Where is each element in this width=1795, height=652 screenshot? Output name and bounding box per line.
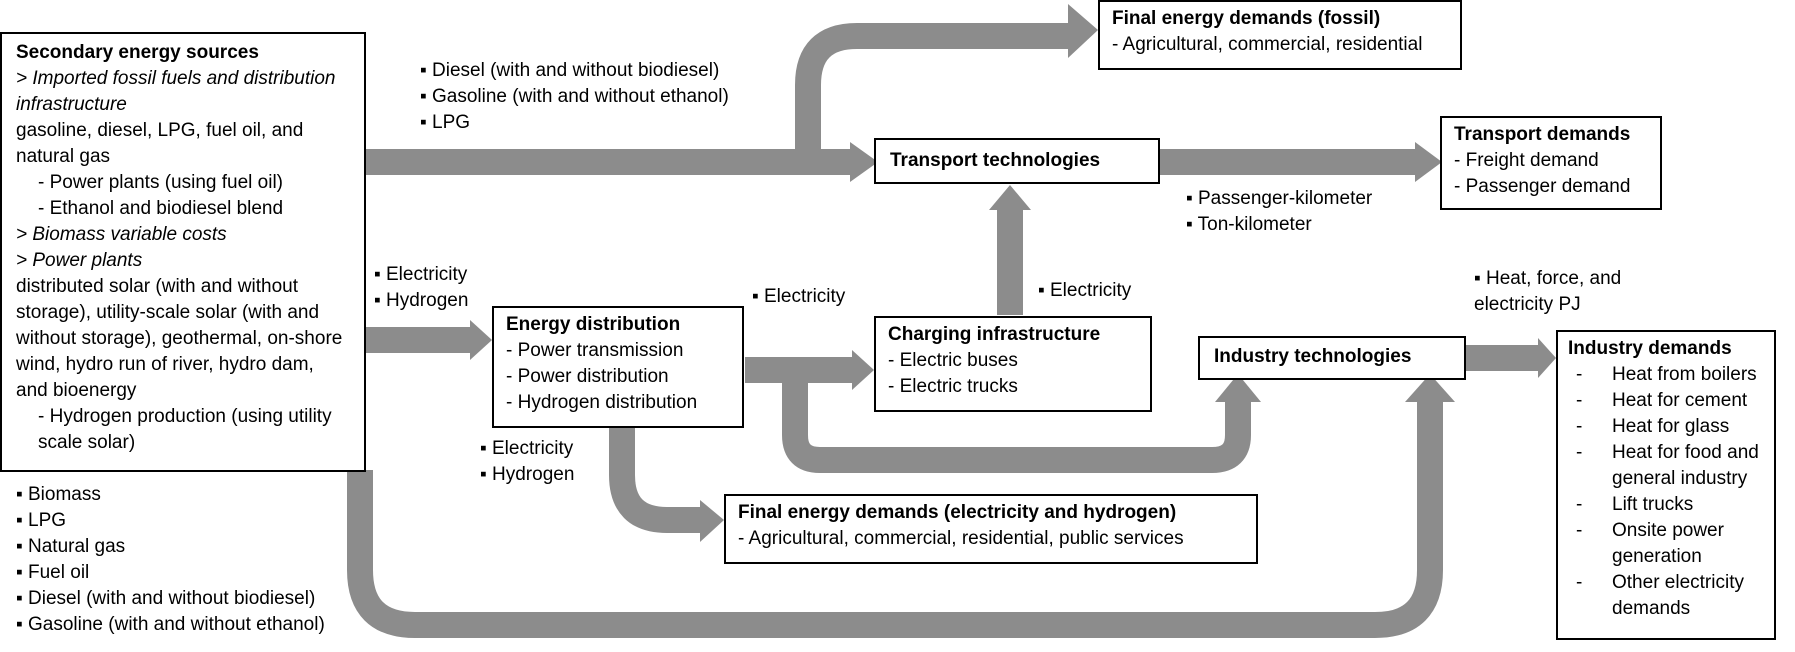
industry-tech-title: Industry technologies [1214, 346, 1412, 367]
secondary-energy-sources-box: Secondary energy sources > Imported foss… [0, 32, 366, 472]
charging-line: - Electric buses [888, 350, 1018, 371]
energy-distribution-title: Energy distribution [506, 314, 681, 335]
transport-tech-box: Transport technologies [874, 138, 1160, 184]
label-line: ▪ Heat, force, and [1474, 268, 1622, 289]
arrowhead-transport-demands [1415, 142, 1442, 182]
label-elec-charging: ▪ Electricity [1038, 278, 1131, 304]
transport-demands-line: - Passenger demand [1454, 176, 1631, 197]
transport-demands-box: Transport demands - Freight demand - Pas… [1440, 116, 1662, 210]
secondary-plants-sub1: - Hydrogen production (using utility sca… [38, 406, 332, 453]
label-line: ▪ Hydrogen [480, 464, 575, 485]
transport-demands-title: Transport demands [1454, 124, 1631, 145]
label-line: ▪ Electricity [374, 264, 468, 285]
secondary-fossil-sub1: - Power plants (using fuel oil) [38, 172, 283, 193]
arrowhead-distribution [470, 320, 492, 360]
label-line: ▪ LPG [16, 510, 67, 531]
label-line: ▪ Electricity [1038, 280, 1132, 301]
secondary-biomass-line: > Biomass variable costs [16, 224, 227, 245]
energy-distribution-line: - Hydrogen distribution [506, 392, 698, 413]
label-line: ▪ Electricity [480, 438, 574, 459]
label-fuels-top: ▪ Diesel (with and without biodiesel) ▪ … [420, 58, 729, 136]
label-fuels-bottom: ▪ Biomass ▪ LPG ▪ Natural gas ▪ Fuel oil… [16, 482, 325, 638]
arrowhead-charging [852, 350, 874, 390]
transport-tech-title: Transport technologies [890, 150, 1101, 171]
arrowhead-transport-tech [850, 142, 878, 182]
list-item: Onsite power generation [1568, 518, 1764, 570]
label-line: ▪ Electricity [752, 286, 846, 307]
label-elec-hydro-down: ▪ Electricity ▪ Hydrogen [480, 436, 574, 488]
energy-distribution-line: - Power transmission [506, 340, 684, 361]
label-line: ▪ Passenger-kilometer [1186, 188, 1373, 209]
charging-title: Charging infrastructure [888, 324, 1101, 345]
arrowhead-industry-tech-left [1215, 374, 1261, 402]
energy-distribution-box: Energy distribution - Power transmission… [492, 306, 744, 428]
label-elec-dist-out: ▪ Electricity [752, 284, 845, 310]
flow-secondary-bottom-to-industry [347, 398, 1443, 638]
list-item: Heat for glass [1568, 414, 1764, 440]
secondary-plants-list: distributed solar (with and without stor… [16, 276, 343, 401]
flow-distribution-to-final-elec [609, 428, 700, 533]
industry-demands-box: Industry demands Heat from boilers Heat … [1556, 330, 1776, 640]
label-elec-hydro-left: ▪ Electricity ▪ Hydrogen [374, 262, 468, 314]
secondary-title: Secondary energy sources [16, 42, 259, 63]
final-fossil-line: - Agricultural, commercial, residential [1112, 34, 1423, 55]
label-line: ▪ Diesel (with and without biodiesel) [16, 588, 316, 609]
secondary-plants-head: > Power plants [16, 250, 143, 271]
transport-demands-line: - Freight demand [1454, 150, 1599, 171]
label-line: ▪ Ton-kilometer [1186, 214, 1312, 235]
final-fossil-title: Final energy demands (fossil) [1112, 8, 1381, 29]
energy-distribution-line: - Power distribution [506, 366, 669, 387]
charging-infrastructure-box: Charging infrastructure - Electric buses… [874, 316, 1152, 412]
secondary-fossil-head: > Imported fossil fuels and distribution… [16, 68, 336, 115]
industry-tech-box: Industry technologies [1198, 336, 1466, 380]
industry-demands-title: Industry demands [1568, 338, 1732, 359]
label-line: ▪ Gasoline (with and without ethanol) [420, 86, 729, 107]
list-item: Heat from boilers [1568, 362, 1764, 388]
arrowhead-final-fossil [1068, 4, 1098, 58]
label-line: electricity PJ [1474, 294, 1581, 315]
charging-line: - Electric trucks [888, 376, 1018, 397]
arrowhead-transport-from-charging [989, 185, 1031, 210]
arrowhead-industry-tech-right [1405, 374, 1455, 402]
list-item: Heat for food and general industry [1568, 440, 1764, 492]
label-line: ▪ Fuel oil [16, 562, 90, 583]
final-elec-line: - Agricultural, commercial, residential,… [738, 528, 1184, 549]
label-line: ▪ Diesel (with and without biodiesel) [420, 60, 720, 81]
label-line: ▪ Biomass [16, 484, 101, 505]
list-item: Lift trucks [1568, 492, 1764, 518]
final-fossil-box: Final energy demands (fossil) - Agricult… [1098, 0, 1462, 70]
flow-distribution-to-industry-tech [782, 370, 1251, 473]
final-elec-box: Final energy demands (electricity and hy… [724, 494, 1258, 564]
label-line: ▪ LPG [420, 112, 471, 133]
label-line: ▪ Gasoline (with and without ethanol) [16, 614, 325, 635]
arrowhead-industry-demands [1538, 338, 1556, 378]
list-item: Other electricity demands [1568, 570, 1764, 622]
secondary-fossil-sub2: - Ethanol and biodiesel blend [38, 198, 284, 219]
list-item: Heat for cement [1568, 388, 1764, 414]
flow-fuels-to-final-fossil [795, 23, 1070, 162]
final-elec-title: Final energy demands (electricity and hy… [738, 502, 1177, 523]
industry-demands-list: Heat from boilers Heat for cement Heat f… [1568, 362, 1764, 622]
arrowhead-final-elec [700, 500, 724, 542]
label-pkm: ▪ Passenger-kilometer ▪ Ton-kilometer [1186, 186, 1372, 238]
label-heat-pj: ▪ Heat, force, and electricity PJ [1474, 266, 1621, 318]
secondary-fossil-list: gasoline, diesel, LPG, fuel oil, and nat… [16, 120, 304, 167]
label-line: ▪ Natural gas [16, 536, 126, 557]
label-line: ▪ Hydrogen [374, 290, 469, 311]
